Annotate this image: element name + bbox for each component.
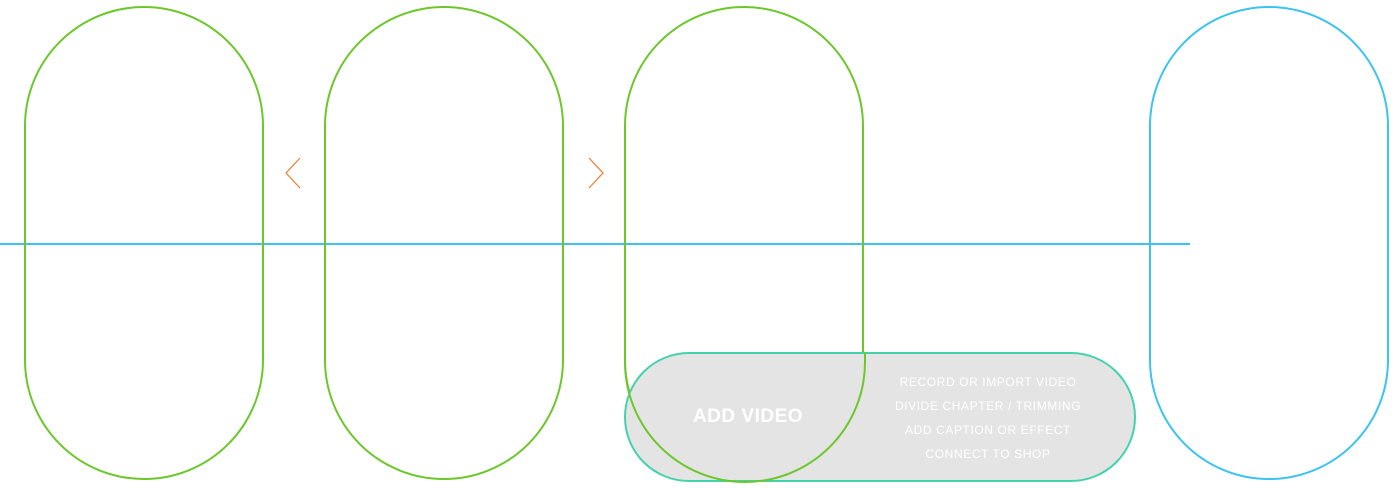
- prev-button[interactable]: [284, 156, 304, 190]
- feature-item: ADD CAPTION OR EFFECT: [905, 423, 1071, 437]
- add-video-title: ADD VIDEO: [692, 406, 804, 427]
- feature-item: RECORD OR IMPORT VIDEO: [899, 375, 1077, 389]
- feature-item: DIVIDE CHAPTER / TRIMMING: [894, 399, 1082, 413]
- phone-frame-2: [324, 6, 564, 480]
- timeline-line: [0, 243, 1190, 245]
- feature-item: CONNECT TO SHOP: [925, 447, 1051, 461]
- add-video-card[interactable]: ADD VIDEO RECORD OR IMPORT VIDEO DIVIDE …: [624, 352, 1136, 482]
- next-button[interactable]: [585, 156, 605, 190]
- phone-frame-1: [24, 6, 264, 480]
- chevron-left-icon: [285, 157, 301, 189]
- feature-list: RECORD OR IMPORT VIDEO DIVIDE CHAPTER / …: [882, 370, 1094, 466]
- chevron-right-icon: [588, 157, 604, 189]
- phone-frame-4: [1149, 6, 1389, 480]
